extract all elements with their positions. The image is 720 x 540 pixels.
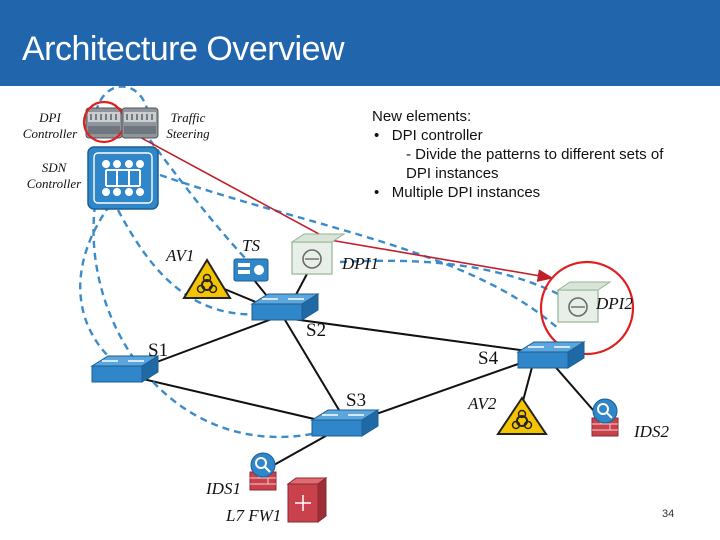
switch-s1-icon <box>90 355 160 383</box>
dpi-controller-icon <box>85 107 123 139</box>
label-sdn-controller-line2: Controller <box>26 176 82 191</box>
dashed-ctrl-arc <box>94 86 150 113</box>
label-s2: S2 <box>306 320 327 341</box>
label-s4: S4 <box>478 348 499 369</box>
link-s2-s4 <box>284 317 536 353</box>
label-traffic-steering-line2: Steering <box>166 126 210 141</box>
ids2-icon <box>591 398 619 437</box>
title-bar: Architecture Overview <box>0 0 720 86</box>
label-dpi1: DPI1 <box>342 254 379 273</box>
label-ids2: IDS2 <box>634 422 669 441</box>
info-bullet-1: • DPI controller <box>370 126 710 145</box>
label-dpi-controller: DPI Controller <box>18 110 82 142</box>
switch-s3-icon <box>310 409 380 437</box>
traffic-steering-icon <box>121 107 159 139</box>
dashed-dpi1-dpi2 <box>339 259 571 302</box>
new-elements-textbox: New elements: • DPI controller - Divide … <box>370 107 710 202</box>
ids1-icon <box>249 452 277 491</box>
label-dpi-controller-line1: DPI <box>39 110 61 125</box>
av1-hazard-icon <box>182 258 232 299</box>
link-s2-s3 <box>284 319 346 421</box>
switch-s4-icon <box>516 341 586 369</box>
dpi1-icon <box>290 233 346 275</box>
info-sub-line-2: DPI instances <box>406 165 499 182</box>
info-bullet-2-text: Multiple DPI instances <box>391 184 541 201</box>
dpi2-highlight <box>539 260 635 356</box>
architecture-diagram <box>79 86 635 523</box>
switch-s2-icon <box>250 293 320 321</box>
dashed-sdn-s2 <box>116 209 266 316</box>
label-av2: AV2 <box>468 394 497 413</box>
dashed-links <box>79 86 571 439</box>
ts-device-icon <box>233 258 269 282</box>
dpi2-icon <box>556 281 612 323</box>
slide-title: Architecture Overview <box>22 30 345 68</box>
sdn-controller-icon <box>87 146 159 210</box>
info-heading: New elements: <box>372 108 472 125</box>
info-sub-line-1: - Divide the patterns to different sets … <box>406 146 664 163</box>
info-bullet-1-text: DPI controller <box>391 127 483 144</box>
label-sdn-controller: SDN Controller <box>22 160 86 192</box>
label-dpi2: DPI2 <box>596 294 633 313</box>
dashed-steer-ts <box>149 139 246 259</box>
bullet-dot: • <box>374 127 380 144</box>
l7-firewall-icon <box>286 477 328 523</box>
label-s3: S3 <box>346 390 367 411</box>
label-ts: TS <box>242 236 260 255</box>
dashed-sdn-s3 <box>92 204 331 439</box>
label-traffic-steering: Traffic Steering <box>160 110 216 142</box>
bullet-dot: • <box>374 184 380 201</box>
label-ids1: IDS1 <box>206 479 241 498</box>
label-av1: AV1 <box>166 246 195 265</box>
link-s1-s3 <box>129 375 341 426</box>
label-traffic-steering-line1: Traffic <box>170 110 206 125</box>
label-sdn-controller-line1: SDN <box>41 160 67 175</box>
label-s1: S1 <box>148 340 169 361</box>
label-l7-fw1: L7 FW1 <box>226 506 282 525</box>
dashed-sdn-s1 <box>79 204 113 361</box>
info-bullet-2: • Multiple DPI instances <box>370 183 710 202</box>
label-dpi-controller-line2: Controller <box>22 126 78 141</box>
av2-hazard-icon <box>496 396 548 435</box>
page-number: 34 <box>662 508 675 520</box>
